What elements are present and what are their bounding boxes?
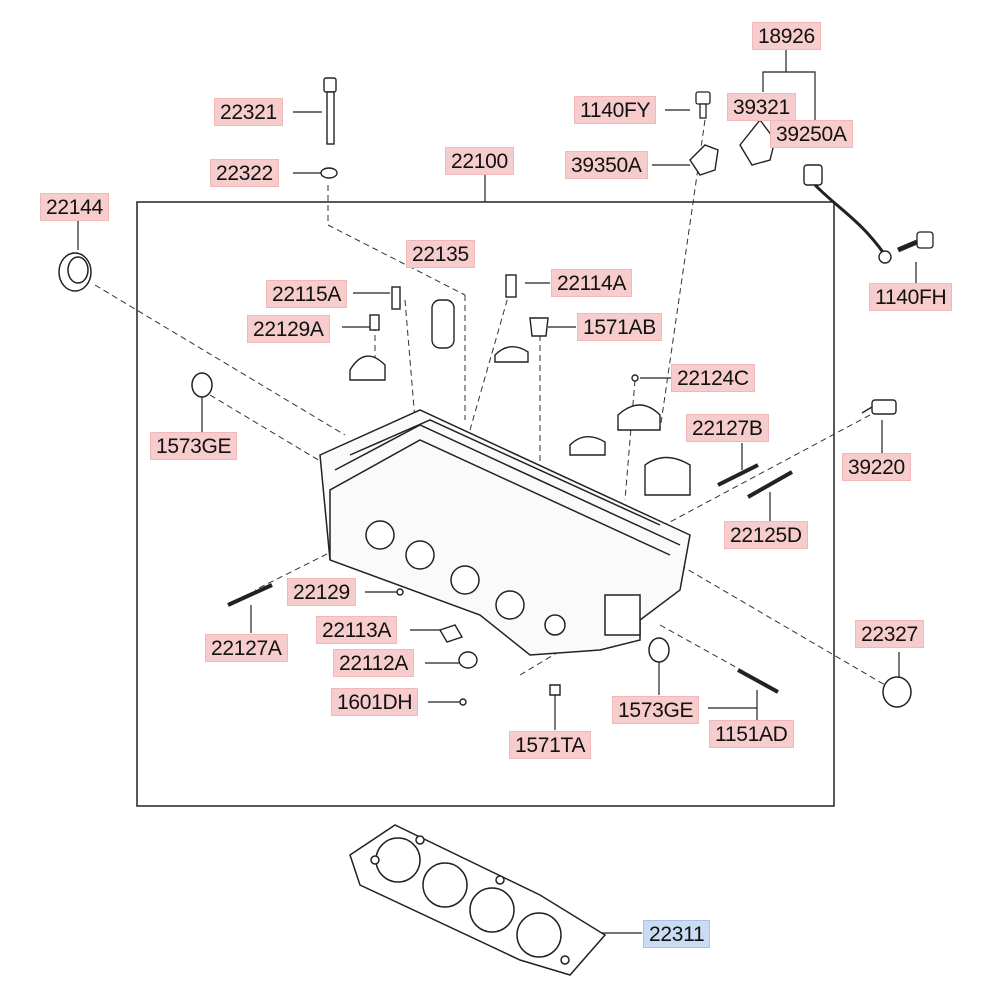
washer-22322 [320, 167, 338, 179]
part-label-22100[interactable]: 22100 [445, 147, 514, 175]
part-label-1571AB[interactable]: 1571AB [577, 313, 662, 341]
part-label-22327[interactable]: 22327 [855, 620, 924, 648]
seal-1573GE-right [648, 637, 670, 663]
part-label-22113A[interactable]: 22113A [316, 616, 398, 644]
part-label-22124C[interactable]: 22124C [671, 364, 755, 392]
sensor-39350A [689, 144, 719, 176]
head-gasket-22311 [349, 824, 607, 976]
part-label-39350A[interactable]: 39350A [565, 151, 648, 179]
part-label-22311[interactable]: 22311 [643, 920, 711, 948]
part-label-22322[interactable]: 22322 [210, 159, 279, 187]
seal-1573GE-left [191, 372, 213, 398]
part-label-1140FH[interactable]: 1140FH [869, 283, 953, 311]
cylinder-head [319, 409, 691, 656]
part-label-1140FY[interactable]: 1140FY [574, 96, 657, 124]
part-label-22127A[interactable]: 22127A [205, 634, 288, 662]
part-label-22125D[interactable]: 22125D [724, 521, 808, 549]
part-label-39250A[interactable]: 39250A [770, 120, 853, 148]
part-label-22127B[interactable]: 22127B [686, 414, 769, 442]
part-label-22135[interactable]: 22135 [406, 240, 475, 268]
part-label-22129A[interactable]: 22129A [247, 315, 330, 343]
bolt-1140FY [695, 91, 711, 119]
part-label-22114A[interactable]: 22114A [551, 269, 633, 297]
seal-22144 [58, 252, 92, 292]
sensor-39220 [861, 399, 897, 415]
plug-22327 [882, 676, 912, 708]
part-label-22115A[interactable]: 22115A [266, 280, 348, 308]
part-label-1573GE-right[interactable]: 1573GE [612, 696, 700, 724]
bolt-1140FH [897, 231, 934, 253]
part-label-39220[interactable]: 39220 [842, 453, 911, 481]
leader-lines [77, 48, 917, 934]
part-label-1601DH[interactable]: 1601DH [331, 688, 419, 716]
part-label-1571TA[interactable]: 1571TA [509, 731, 592, 759]
small-parts [396, 588, 561, 706]
part-label-18926[interactable]: 18926 [752, 22, 821, 50]
part-label-22112A[interactable]: 22112A [333, 649, 415, 677]
part-label-1573GE-left[interactable]: 1573GE [150, 432, 238, 460]
cam-caps [349, 274, 691, 496]
part-label-22129[interactable]: 22129 [287, 578, 356, 606]
part-label-22321[interactable]: 22321 [214, 98, 283, 126]
part-label-39321[interactable]: 39321 [727, 93, 796, 121]
sensor-39250A [803, 164, 892, 264]
part-label-1151AD[interactable]: 1151AD [709, 720, 794, 748]
bracket-39321 [739, 118, 776, 166]
part-label-22144[interactable]: 22144 [40, 193, 109, 221]
bolt-22321 [323, 77, 337, 145]
assembly-guide-lines [94, 119, 886, 686]
studs [227, 463, 793, 694]
